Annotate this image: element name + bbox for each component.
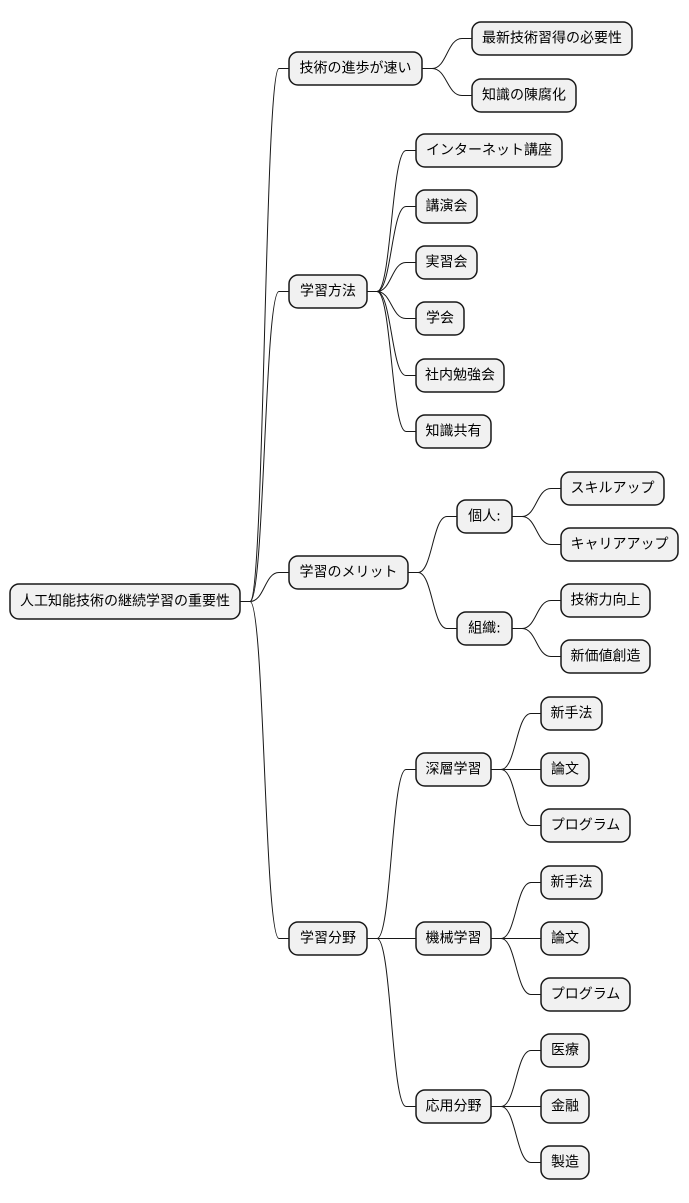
- leaf-node-dl-new-method: 新手法: [540, 696, 603, 731]
- leaf-node-lecture: 講演会: [415, 189, 478, 224]
- leaf-node-manufacturing: 製造: [540, 1145, 590, 1180]
- edge-leaf-node-manufacturing: [491, 1106, 541, 1163]
- root-node: 人工知能技術の継続学習の重要性: [9, 583, 241, 620]
- branch-node-merits: 学習のメリット: [288, 555, 409, 590]
- leaf-node-ml-papers: 論文: [540, 921, 590, 956]
- edge-leaf-node-new-value: [512, 628, 561, 657]
- sub-node-label: 機械学習: [426, 931, 482, 947]
- sub-node-machine-learning: 機械学習: [415, 921, 492, 956]
- edge-leaf-node-online-course: [367, 150, 416, 292]
- leaf-node-label: 技術力向上: [571, 593, 641, 609]
- edge-branch-node-speed: [240, 68, 289, 602]
- leaf-node-skill-up: スキルアップ: [560, 471, 665, 506]
- leaf-node-need-latest: 最新技術習得の必要性: [471, 21, 633, 56]
- leaf-node-online-course: インターネット講座: [415, 133, 563, 168]
- leaf-node-label: 製造: [551, 1155, 579, 1171]
- edge-sub-node-deep-learning: [367, 769, 416, 939]
- leaf-node-label: キャリアアップ: [571, 537, 669, 553]
- edge-leaf-node-workshop: [367, 262, 416, 292]
- leaf-node-dl-program: プログラム: [540, 808, 631, 843]
- edge-leaf-node-skill-up: [512, 488, 561, 517]
- edge-leaf-node-obsolescence: [422, 68, 472, 96]
- leaf-node-label: 学会: [426, 311, 454, 327]
- leaf-node-knowledge-sharing: 知識共有: [415, 414, 492, 449]
- root-node-label: 人工知能技術の継続学習の重要性: [20, 593, 230, 610]
- leaf-node-label: 知識の陳腐化: [482, 87, 566, 104]
- branch-node-fields: 学習分野: [288, 921, 368, 956]
- edge-leaf-node-lecture: [367, 206, 416, 292]
- leaf-node-label: 講演会: [426, 199, 468, 215]
- branch-node-label: 学習のメリット: [300, 565, 398, 581]
- edge-leaf-node-dl-program: [491, 769, 541, 826]
- leaf-node-label: 社内勉強会: [425, 368, 495, 384]
- edge-sub-node-individual: [408, 516, 457, 573]
- branch-node-label: 学習方法: [300, 284, 356, 300]
- mindmap-edges: [240, 38, 561, 1163]
- sub-node-label: 深層学習: [426, 762, 482, 778]
- edge-leaf-node-ml-new-method: [491, 882, 541, 939]
- leaf-node-tech-improvement: 技術力向上: [560, 583, 651, 618]
- leaf-node-obsolescence: 知識の陳腐化: [471, 78, 577, 113]
- sub-node-label: 個人:: [468, 509, 501, 525]
- leaf-node-label: スキルアップ: [571, 481, 655, 497]
- sub-node-organization: 組織:: [456, 611, 513, 646]
- edge-sub-node-organization: [408, 572, 457, 629]
- leaf-node-label: 知識共有: [426, 423, 482, 440]
- sub-node-applied-fields: 応用分野: [415, 1089, 492, 1124]
- edge-sub-node-applied-fields: [367, 938, 416, 1107]
- leaf-node-label: 新価値創造: [571, 649, 641, 665]
- branch-node-label: 技術の進歩が速い: [300, 61, 412, 77]
- leaf-node-ml-new-method: 新手法: [540, 865, 603, 900]
- leaf-node-medical: 医療: [540, 1033, 590, 1068]
- sub-node-deep-learning: 深層学習: [415, 752, 492, 787]
- leaf-node-label: 金融: [551, 1099, 579, 1115]
- sub-node-label: 応用分野: [426, 1099, 482, 1115]
- edge-leaf-node-conference: [367, 291, 416, 319]
- edge-leaf-node-medical: [491, 1050, 541, 1107]
- edge-leaf-node-dl-new-method: [491, 713, 541, 770]
- edge-leaf-node-knowledge-sharing: [367, 291, 416, 432]
- leaf-node-conference: 学会: [415, 301, 465, 336]
- edge-leaf-node-need-latest: [422, 38, 472, 69]
- leaf-node-label: 新手法: [551, 706, 593, 722]
- leaf-node-ml-program: プログラム: [540, 977, 631, 1012]
- leaf-node-label: 論文: [551, 762, 579, 778]
- leaf-node-new-value: 新価値創造: [560, 639, 651, 674]
- leaf-node-workshop: 実習会: [415, 245, 478, 280]
- leaf-node-label: 実習会: [426, 255, 468, 271]
- sub-node-label: 組織:: [468, 621, 501, 637]
- leaf-node-dl-papers: 論文: [540, 752, 590, 787]
- branch-node-methods: 学習方法: [288, 274, 368, 309]
- leaf-node-label: 最新技術習得の必要性: [482, 30, 622, 47]
- leaf-node-label: 医療: [551, 1042, 579, 1059]
- leaf-node-finance: 金融: [540, 1089, 590, 1124]
- edge-leaf-node-ml-program: [491, 938, 541, 995]
- edge-branch-node-merits: [240, 572, 289, 602]
- leaf-node-study-group: 社内勉強会: [415, 358, 505, 393]
- leaf-node-label: インターネット講座: [426, 143, 552, 159]
- leaf-node-career-up: キャリアアップ: [560, 527, 679, 562]
- edge-leaf-node-tech-improvement: [512, 600, 561, 629]
- edge-branch-node-methods: [240, 291, 289, 602]
- leaf-node-label: 新手法: [551, 875, 593, 891]
- leaf-node-label: プログラム: [551, 987, 621, 1003]
- branch-node-speed: 技術の進歩が速い: [288, 51, 423, 86]
- edge-leaf-node-career-up: [512, 516, 561, 545]
- branch-node-label: 学習分野: [300, 931, 356, 947]
- leaf-node-label: プログラム: [551, 818, 621, 834]
- sub-node-individual: 個人:: [456, 499, 513, 534]
- edge-branch-node-fields: [240, 601, 289, 939]
- leaf-node-label: 論文: [551, 931, 579, 947]
